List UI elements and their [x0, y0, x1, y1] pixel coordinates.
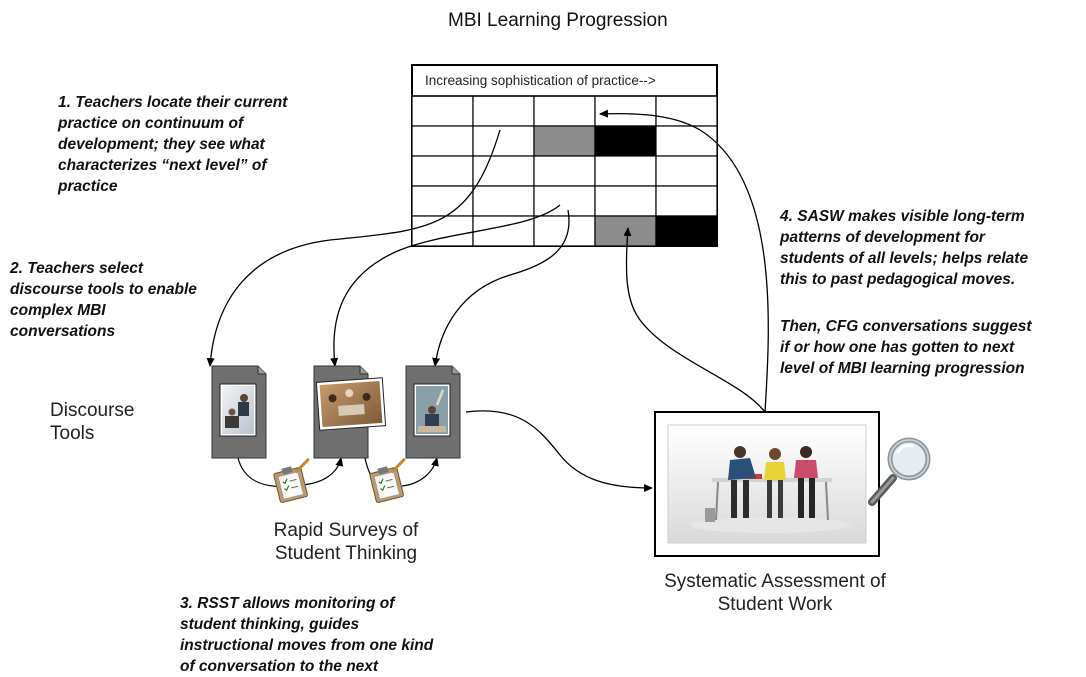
- grid-cell: [655, 125, 718, 157]
- note-step-4: 4. SASW makes visible long-term patterns…: [780, 208, 1029, 288]
- grid-cell: [533, 95, 596, 127]
- grid-cell: [594, 95, 657, 127]
- grid-cell: [655, 95, 718, 127]
- label-rapid-surveys: Rapid Surveys of Student Thinking: [273, 520, 419, 564]
- discourse-tool-3: [405, 365, 461, 459]
- grid-cell: [594, 155, 657, 187]
- magnifying-glass-icon: [868, 437, 931, 506]
- grid-cell: [411, 155, 474, 187]
- grid-to-tools-arrows: [206, 129, 570, 367]
- grid-cell: [472, 155, 535, 187]
- grid-cell: [594, 185, 657, 217]
- assessment-to-grid-arrows: [599, 109, 769, 413]
- grid-header-label: Increasing sophistication of practice-->: [425, 73, 656, 88]
- arrow-grid-to-tool-3: [432, 209, 570, 367]
- grid-cell: [533, 155, 596, 187]
- arrow-assessment-to-top-level: [599, 109, 769, 413]
- assessment-photo-frame: [654, 411, 880, 557]
- diagram-title: MBI Learning Progression: [448, 10, 668, 31]
- note-step-1: 1. Teachers locate their current practic…: [58, 94, 288, 195]
- classroom-photo: [319, 380, 383, 428]
- progression-grid: [411, 64, 718, 247]
- grid-cell: [533, 185, 596, 217]
- label-systematic-assessment: Systematic Assessment of Student Work: [664, 571, 886, 615]
- note-step-2: 2. Teachers select discourse tools to en…: [10, 260, 197, 340]
- grid-cell: [472, 125, 535, 157]
- arrow-survey1-to-tool2: [301, 457, 344, 486]
- arrow-grid-to-tool-2: [330, 204, 561, 367]
- grid-cell-gray: [533, 125, 596, 157]
- arrow-assessment-to-next-level: [623, 227, 766, 413]
- label-discourse-tools: Discourse Tools: [50, 400, 135, 444]
- note-step-3: 3. RSST allows monitoring of student thi…: [180, 595, 434, 675]
- survey-cycle-arrows: [237, 457, 439, 488]
- grid-cell-black: [655, 215, 718, 247]
- grid-cell: [411, 215, 474, 247]
- grid-cell: [472, 95, 535, 127]
- note-step-4-followup: Then, CFG conversations suggest if or ho…: [780, 318, 1032, 377]
- clipboard-checklist-icon: [369, 457, 406, 504]
- arrow-survey2-to-tool3: [401, 457, 439, 487]
- discourse-tool-1: [211, 365, 267, 459]
- grid-cell: [411, 185, 474, 217]
- grid-cell-gray: [594, 215, 657, 247]
- classroom-photo: [222, 386, 254, 434]
- grid-cell: [655, 155, 718, 187]
- classroom-photo: [416, 386, 448, 434]
- students-at-table-photo: [690, 446, 850, 533]
- discourse-tool-2: [313, 365, 387, 459]
- grid-cell-black: [594, 125, 657, 157]
- arrow-tools-to-assessment: [465, 410, 653, 492]
- grid-cell: [655, 185, 718, 217]
- arrow-grid-to-tool-1: [206, 129, 501, 367]
- clipboard-checklist-icon: [273, 457, 310, 504]
- grid-cell: [411, 95, 474, 127]
- grid-cell: [411, 125, 474, 157]
- grid-cell: [472, 185, 535, 217]
